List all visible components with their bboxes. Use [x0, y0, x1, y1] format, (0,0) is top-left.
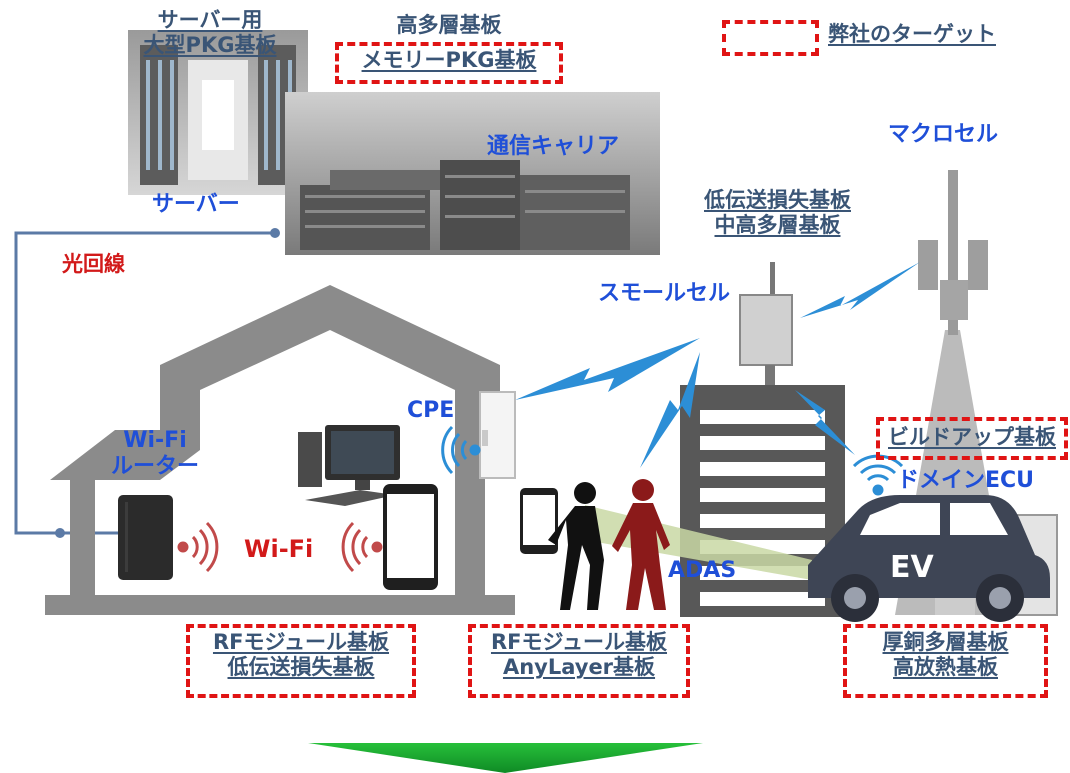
cpe-device-icon: [479, 391, 516, 479]
rf-mobile-line1: RFモジュール基板: [490, 630, 668, 654]
wifi-waves: [177, 521, 383, 573]
fiber-label: 光回線: [62, 252, 125, 276]
car-signal-waves: [852, 454, 904, 496]
wifi-router-icon: [118, 495, 173, 580]
fiber-line: [14, 228, 280, 538]
buildup-target-box: [876, 417, 1068, 460]
server-board-line1: サーバー用: [157, 8, 263, 32]
multilayer-line2: メモリーPKG基板: [361, 48, 537, 72]
carrier-building-image: [285, 92, 660, 255]
adas-label: ADAS: [668, 558, 737, 583]
small-cell-icon: [739, 262, 793, 385]
legend-label: 弊社のターゲット: [828, 22, 996, 46]
server-board-label: サーバー用 大型PKG基板: [120, 8, 300, 58]
rf-home-target-box: [186, 624, 416, 698]
rf-home-label: RFモジュール基板 低伝送損失基板: [186, 630, 416, 680]
rf-mobile-target-box: [468, 624, 690, 698]
low-loss-line2: 中高多層基板: [714, 213, 841, 238]
small-cell-label: スモールセル: [598, 281, 731, 306]
ev-label: EV: [890, 550, 934, 585]
macro-cell-label: マクロセル: [888, 122, 999, 147]
down-arrow: [308, 743, 703, 773]
router-line2: ルーター: [110, 454, 199, 480]
auto-line2: 高放熱基板: [893, 655, 998, 680]
smartphone-home-icon: [383, 484, 438, 590]
pedestrians-icon: [548, 479, 670, 610]
wireless-bolts: [515, 262, 920, 468]
auto-label: 厚銅多層基板 高放熱基板: [843, 630, 1048, 680]
server-label: サーバー: [152, 192, 240, 217]
ev-car-icon: [808, 495, 1050, 622]
server-room-image: [128, 30, 308, 195]
rf-mobile-label: RFモジュール基板 AnyLayer基板: [468, 630, 690, 680]
low-loss-line1: 低伝送損失基板: [704, 188, 851, 212]
auto-target-box: [843, 624, 1048, 698]
cpe-label: CPE: [407, 398, 455, 423]
house-outline: [45, 285, 515, 615]
domain-ecu-label: ドメインECU: [897, 468, 1035, 493]
wifi-label: Wi-Fi: [244, 535, 314, 563]
router-line1: Wi-Fi: [123, 428, 187, 453]
multilayer-target-box: [335, 42, 563, 84]
cpe-signal-waves: [441, 425, 481, 475]
legend-swatch: [722, 20, 819, 56]
smartphone-outdoor-icon: [520, 488, 558, 554]
rf-mobile-line2: AnyLayer基板: [502, 655, 656, 680]
multilayer-line1: 高多層基板: [396, 13, 502, 37]
carrier-label: 通信キャリア: [487, 134, 620, 159]
buildup-label: ビルドアップ基板: [888, 425, 1056, 449]
desktop-pc-icon: [298, 425, 400, 506]
low-loss-label: 低伝送損失基板 中高多層基板: [670, 188, 885, 238]
auto-line1: 厚銅多層基板: [882, 630, 1009, 654]
router-label: Wi-Fi ルーター: [100, 428, 210, 481]
rf-home-line2: 低伝送損失基板: [227, 655, 375, 680]
rf-home-line1: RFモジュール基板: [212, 630, 390, 654]
server-board-line2: 大型PKG基板: [143, 33, 277, 58]
